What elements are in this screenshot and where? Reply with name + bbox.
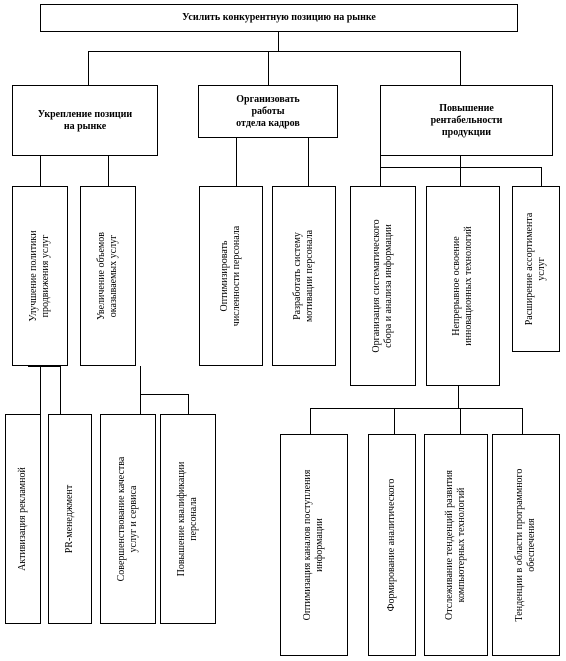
connector	[88, 51, 460, 52]
connector	[40, 156, 41, 186]
task-label: Совершенствование качества услуг и серви…	[116, 456, 139, 582]
connector	[140, 394, 188, 395]
connector	[268, 51, 269, 85]
subgoal-label: Улучшение политики продвижения услуг	[28, 230, 51, 322]
subgoal-label: Организация систематического сбора и ана…	[371, 219, 394, 353]
connector	[188, 394, 189, 414]
task-box: Отслеживание тенденций развития компьюте…	[424, 434, 488, 656]
connector	[88, 51, 89, 85]
task-label: Тенденции в области программного обеспеч…	[514, 468, 537, 622]
task-box: Активизация рекламной	[5, 414, 41, 624]
subgoal-label: Расширение ассортимента услуг	[524, 212, 547, 326]
branch-hr-box: Организовать работы отдела кадров	[198, 85, 338, 138]
subgoal-box: Организация систематического сбора и ана…	[350, 186, 416, 386]
task-box: PR-менеджмент	[48, 414, 92, 624]
connector	[541, 167, 542, 186]
task-label: PR-менеджмент	[64, 484, 75, 554]
connector	[108, 156, 109, 186]
subgoal-label: Непрерывное освоение инновационных техно…	[451, 226, 474, 346]
subgoal-box: Непрерывное освоение инновационных техно…	[426, 186, 500, 386]
subgoal-box: Улучшение политики продвижения услуг	[12, 186, 68, 366]
subgoal-box: Разработать систему мотивации персонала	[272, 186, 336, 366]
connector	[460, 51, 461, 85]
task-box: Повышение квалификации персонала	[160, 414, 216, 624]
connector	[394, 408, 395, 434]
branch-market-position-box: Укрепление позиции на рынке	[12, 85, 158, 156]
root-goal-label: Усилить конкурентную позицию на рынке	[182, 12, 376, 23]
task-label: Формирование аналитического	[386, 478, 397, 612]
connector	[278, 32, 279, 51]
connector	[380, 156, 381, 186]
subgoal-label: Увеличение объемов оказываемых услуг	[96, 232, 119, 321]
task-label: Повышение квалификации персонала	[176, 461, 199, 577]
subgoal-box: Оптимизировать численности персонала	[199, 186, 263, 366]
connector	[310, 408, 522, 409]
connector	[522, 408, 523, 434]
task-box: Тенденции в области программного обеспеч…	[492, 434, 560, 656]
task-box: Формирование аналитического	[368, 434, 416, 656]
connector	[40, 366, 41, 414]
connector	[308, 138, 309, 186]
branch-label: Организовать работы отдела кадров	[236, 93, 300, 129]
connector	[460, 156, 461, 186]
task-label: Оптимизация каналов поступления информац…	[302, 469, 325, 621]
connector	[140, 366, 141, 414]
subgoal-label: Оптимизировать численности персонала	[219, 225, 242, 327]
subgoal-box: Увеличение объемов оказываемых услуг	[80, 186, 136, 366]
branch-profitability-box: Повышение рентабельности продукции	[380, 85, 553, 156]
task-box: Оптимизация каналов поступления информац…	[280, 434, 348, 656]
connector	[236, 138, 237, 186]
branch-label: Укрепление позиции на рынке	[37, 108, 133, 132]
connector	[28, 366, 60, 367]
task-box: Совершенствование качества услуг и серви…	[100, 414, 156, 624]
subgoal-label: Разработать систему мотивации персонала	[292, 229, 315, 323]
task-label: Отслеживание тенденций развития компьюте…	[444, 470, 467, 620]
task-label: Активизация рекламной	[17, 467, 28, 571]
root-goal-box: Усилить конкурентную позицию на рынке	[40, 4, 518, 32]
connector	[60, 366, 61, 414]
subgoal-box: Расширение ассортимента услуг	[512, 186, 560, 352]
connector	[458, 386, 459, 408]
branch-label: Повышение рентабельности продукции	[430, 102, 503, 138]
connector	[310, 408, 311, 434]
connector	[460, 408, 461, 434]
